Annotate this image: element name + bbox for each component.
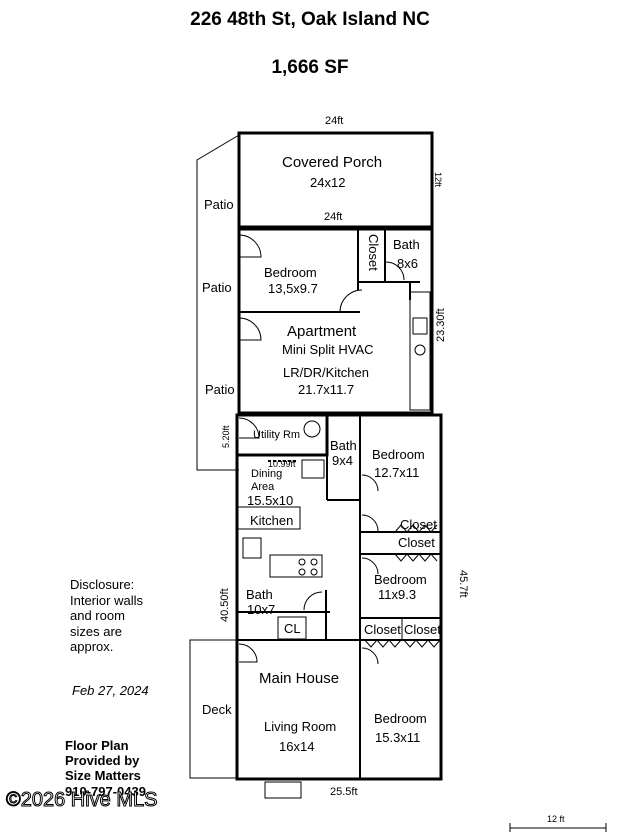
credit-line: Size Matters: [65, 768, 141, 783]
bedroom-3-size: 15.3x11: [375, 730, 421, 745]
bedroom-1-size: 12.7x11: [374, 465, 420, 480]
bedroom-1-label: Bedroom: [372, 447, 425, 462]
bath-main-size: 10x7: [247, 602, 276, 617]
disclosure-line: sizes are: [70, 624, 123, 639]
dining-label: Dining: [251, 468, 283, 480]
bedroom-2-size: 11x9.3: [378, 587, 417, 602]
deck-outline: [189, 639, 237, 779]
dining-size: 15.5x10: [247, 493, 294, 508]
bath-small-size: 9x4: [332, 453, 353, 468]
address-title: 226 48th St, Oak Island NC: [190, 9, 430, 30]
bath-small-label: Bath: [330, 438, 357, 453]
porch-side-dimension: 12ft: [433, 172, 443, 188]
apartment-label: Apartment: [287, 323, 357, 340]
disclosure-line: approx.: [70, 639, 114, 654]
porch-top-dimension: 24ft: [325, 115, 344, 127]
disclosure-line: Disclosure:: [70, 577, 135, 592]
dining-small-dimension: 10.99ft: [268, 459, 296, 469]
bedroom-3-label: Bedroom: [374, 711, 427, 726]
closet-a-label: Closet: [400, 517, 437, 532]
closet-c-label: Closet: [364, 622, 401, 637]
apartment-use: LR/DR/Kitchen: [283, 365, 369, 380]
house-left-dimension: 40.50ft: [219, 588, 231, 622]
credit-line: Provided by: [65, 753, 140, 768]
apt-bedroom-size: 13,5x9.7: [268, 281, 318, 296]
plan-date: Feb 27, 2024: [72, 683, 149, 698]
area-title: 1,666 SF: [271, 57, 349, 78]
utility-label: Utility Rm: [253, 429, 301, 441]
mls-watermark: ©2026 Hive MLS: [5, 789, 158, 811]
deck-label: Deck: [202, 702, 232, 717]
apt-closet-label: Closet: [366, 234, 381, 271]
credit-line: Floor Plan: [65, 738, 129, 753]
closet-b-label: Closet: [398, 535, 435, 550]
apt-side-dimension: 23.30ft: [435, 308, 447, 342]
bottom-dimension: 25.5ft: [330, 786, 358, 798]
patio-label-2: Patio: [202, 280, 232, 295]
patio-label-1: Patio: [204, 197, 234, 212]
living-room-size: 16x14: [279, 739, 315, 754]
closet-d-label: Closet: [404, 622, 441, 637]
main-house-label: Main House: [259, 670, 340, 687]
apt-bath-size: 8x6: [397, 256, 418, 271]
utility-side-dimension: 5.20ft: [221, 425, 231, 448]
living-room-label: Living Room: [264, 719, 337, 734]
credit-line: 910-797-0439: [65, 784, 146, 799]
bath-main-label: Bath: [246, 587, 273, 602]
utility-outline: [235, 413, 329, 457]
apartment-size: 21.7x11.7: [298, 382, 355, 397]
dining-label-2: Area: [251, 481, 275, 493]
apt-top-dimension: 24ft: [324, 211, 343, 223]
house-side-dimension: 45.7ft: [457, 570, 469, 598]
apt-bath-label: Bath: [393, 237, 420, 252]
cl-label: CL: [284, 621, 301, 636]
scale-label: 12 ft: [547, 814, 565, 824]
porch-outline: [237, 131, 434, 229]
patio-outline: [196, 134, 240, 471]
porch-size: 24x12: [310, 175, 346, 190]
disclosure-line: and room: [70, 608, 125, 623]
patio-label-3: Patio: [205, 382, 235, 397]
apartment-outline: [237, 227, 434, 415]
apt-bedroom-label: Bedroom: [264, 265, 317, 280]
main-house-outline: [235, 413, 443, 781]
porch-label: Covered Porch: [282, 154, 383, 171]
kitchen-label: Kitchen: [250, 513, 294, 528]
apartment-hvac: Mini Split HVAC: [282, 342, 374, 357]
bedroom-2-label: Bedroom: [374, 572, 427, 587]
disclosure-line: Interior walls: [70, 593, 143, 608]
